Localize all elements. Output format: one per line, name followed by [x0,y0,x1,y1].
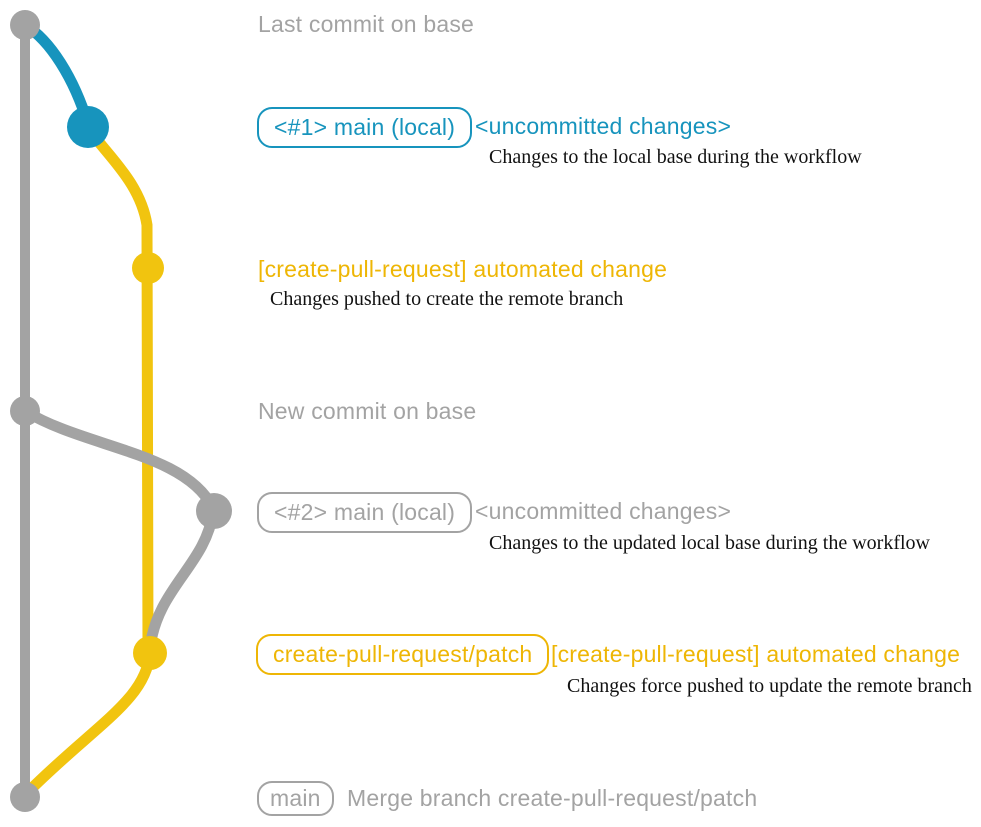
branch-badge-create-pull-request-patch: create-pull-request/patch [256,634,550,675]
uncommitted-changes-heading-2: <uncommitted changes> [475,498,732,524]
commit-message-merge: Merge branch create-pull-request/patch [347,785,758,811]
git-graph [10,10,232,812]
uncommitted-changes-heading-1: <uncommitted changes> [475,113,732,139]
description-updated-local-base-changes: Changes to the updated local base during… [489,532,930,554]
merge-edge [21,647,156,799]
commit-dot-patch-2 [133,636,167,670]
commit-dot-patch-1 [132,252,164,284]
commit-dot-base-new [10,396,40,426]
commit-dot-local-main-1 [67,106,109,148]
branch-badge-main: main [257,781,334,816]
commit-dot-merge [10,782,40,812]
base-to-local-main-2-edge [19,405,219,514]
commit-title-last-base: Last commit on base [258,11,475,37]
branch-badge-main-local-2: <#2> main (local) [257,492,473,533]
commit-message-automated-change-2: [create-pull-request] automated change [551,641,961,667]
commit-dot-base-tip [10,10,40,40]
commit-dot-local-main-2 [196,493,232,529]
branch-badge-main-local-1: <#1> main (local) [257,107,473,148]
commit-title-new-base: New commit on base [258,398,477,424]
description-force-push-update-branch: Changes force pushed to update the remot… [567,675,972,697]
local-main-2-to-patch-edge [144,506,219,654]
description-local-base-changes: Changes to the local base during the wor… [489,146,862,168]
patch-branch-edge [82,121,154,657]
commit-message-automated-change-1: [create-pull-request] automated change [258,256,668,282]
description-push-create-branch: Changes pushed to create the remote bran… [270,288,624,310]
